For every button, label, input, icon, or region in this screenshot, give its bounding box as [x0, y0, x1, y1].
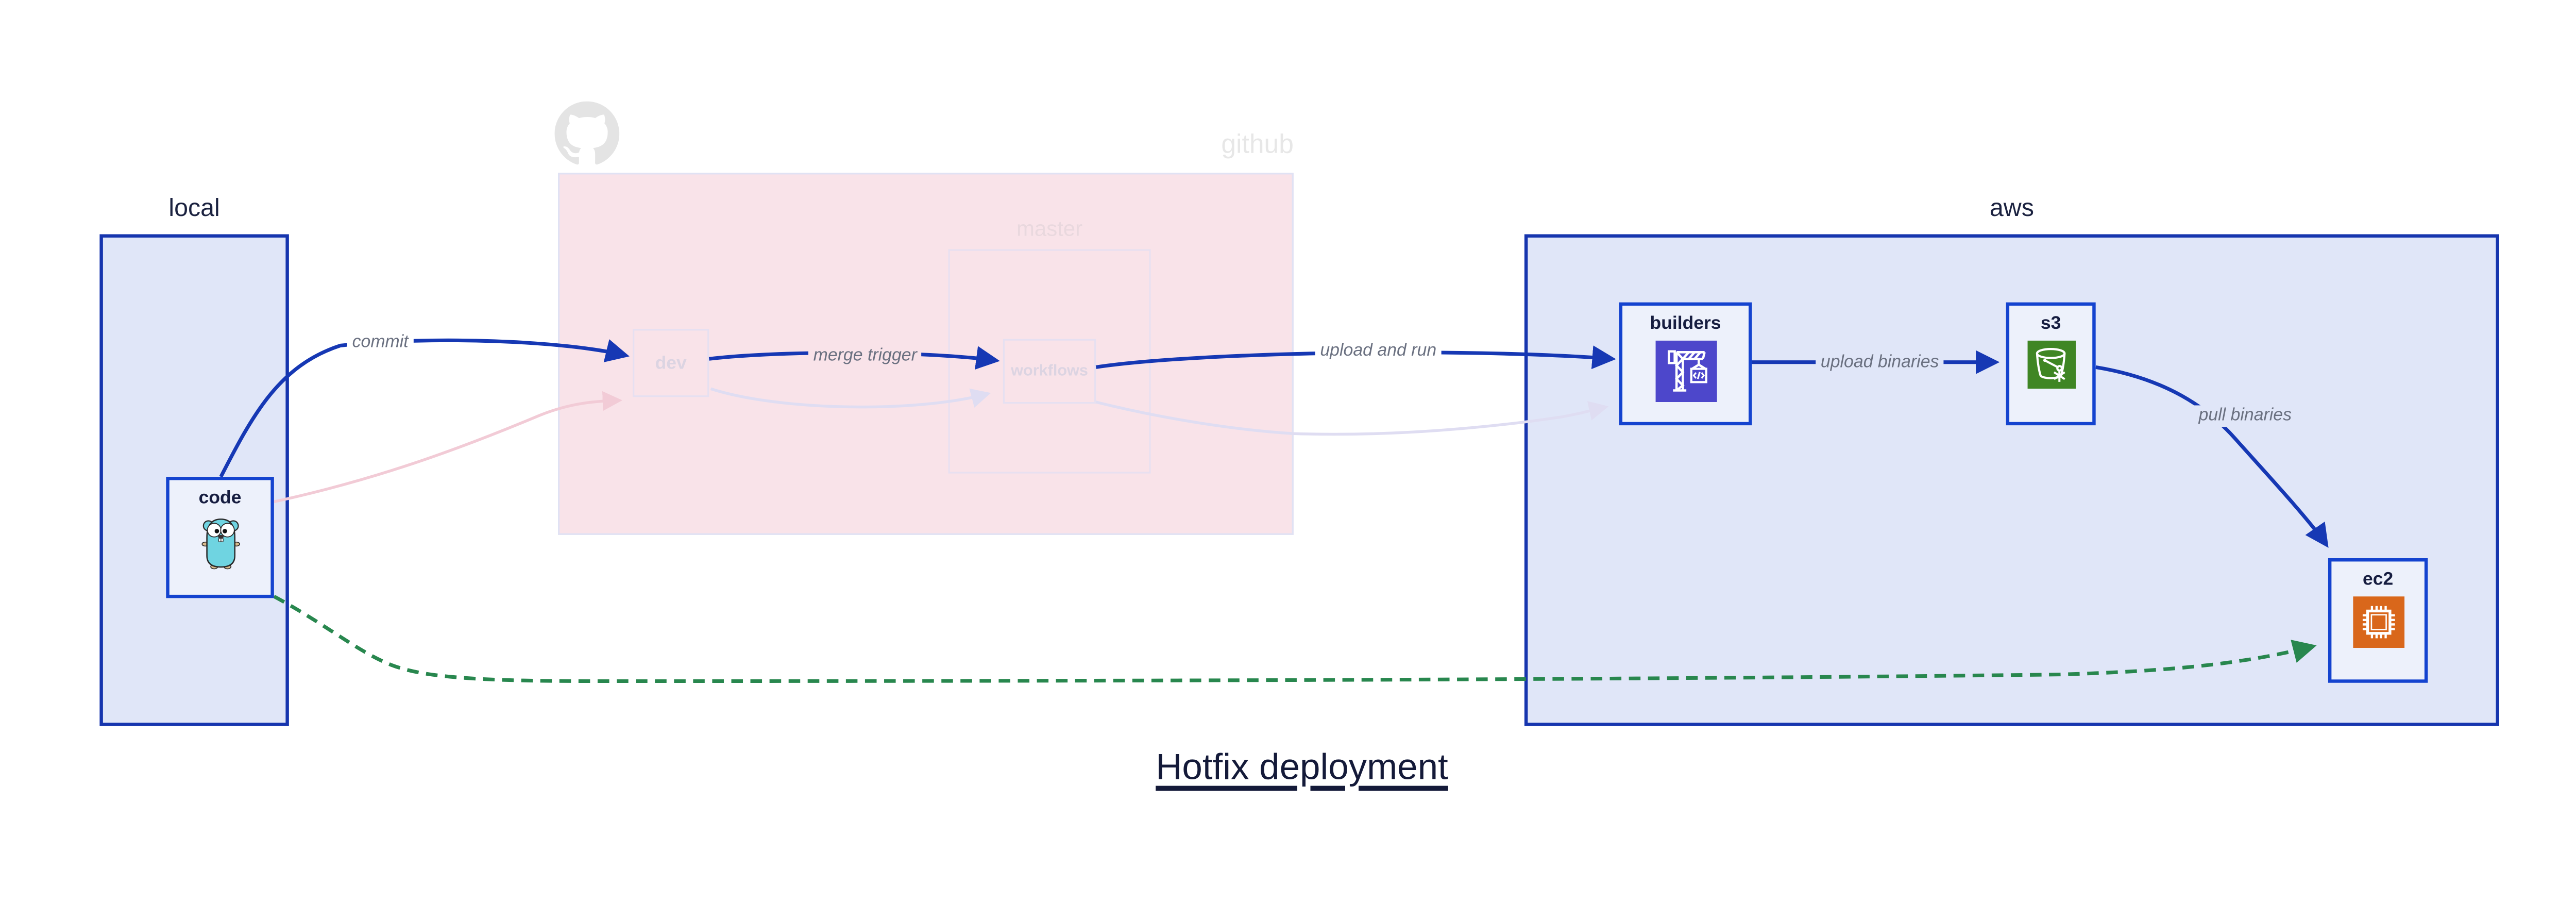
ec2-chip-icon — [2352, 596, 2404, 648]
codebuild-crane-icon — [1654, 340, 1717, 403]
node-ec2-label: ec2 — [2363, 570, 2394, 590]
edge-label-merge-trigger: merge trigger — [808, 345, 922, 368]
edge-label-upload-and-run: upload and run — [1315, 340, 1442, 362]
node-ec2: ec2 — [2328, 558, 2428, 683]
group-aws-label: aws — [1989, 194, 2034, 223]
edge-label-pull-binaries: pull binaries — [2193, 405, 2297, 427]
node-dev: dev — [633, 329, 709, 397]
s3-glacier-bucket-icon — [2026, 340, 2075, 389]
group-github-label: github — [1221, 131, 1294, 160]
edge-label-commit: commit — [347, 332, 414, 354]
node-builders-label: builders — [1650, 314, 1721, 334]
node-s3: s3 — [2006, 302, 2096, 426]
group-local-label: local — [168, 194, 220, 223]
page-title: Hotfix deployment — [1156, 746, 1448, 788]
github-octocat-icon — [554, 101, 620, 165]
node-builders: builders — [1619, 302, 1752, 426]
go-gopher-icon — [200, 518, 240, 570]
node-workflows-label: workflows — [1011, 361, 1088, 380]
group-master-label: master — [1016, 216, 1083, 241]
node-workflows: workflows — [1003, 339, 1096, 404]
node-code: code — [166, 477, 274, 598]
edge-label-upload-binaries: upload binaries — [1816, 352, 1944, 374]
node-code-label: code — [198, 488, 242, 509]
node-dev-label: dev — [655, 353, 687, 373]
node-s3-label: s3 — [2040, 314, 2061, 334]
